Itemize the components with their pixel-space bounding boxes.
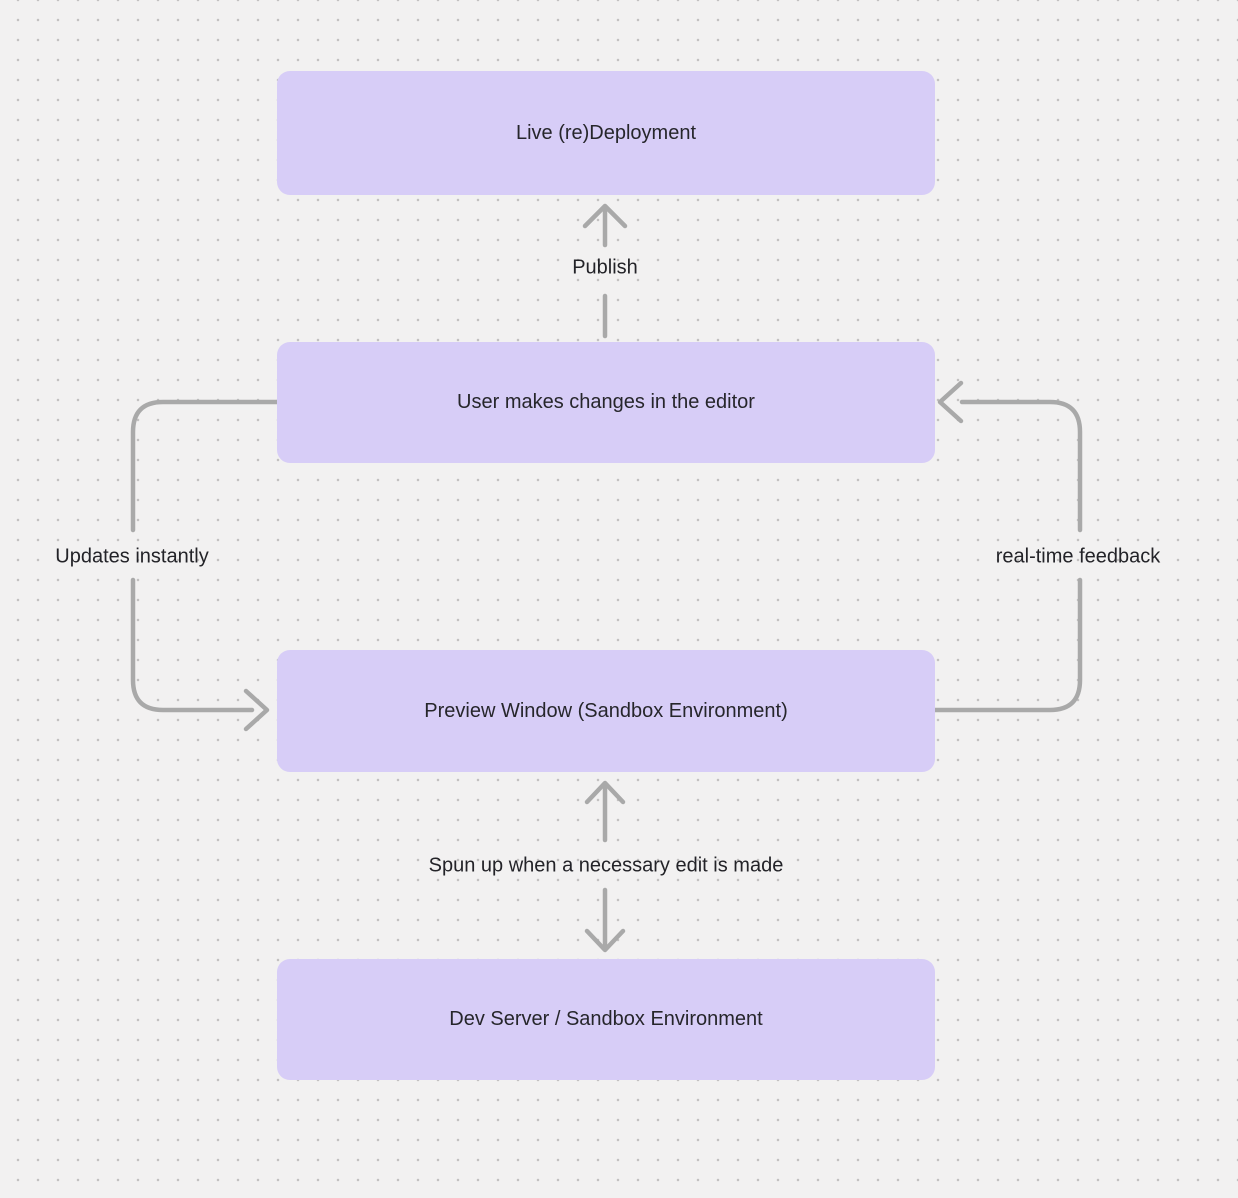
edge-spunup-arrowhead-down <box>584 928 626 953</box>
edge-label-spun-up[interactable]: Spun up when a necessary edit is made <box>428 854 784 877</box>
edge-label-publish[interactable]: Publish <box>572 256 638 279</box>
edge-spunup-arrowhead-up <box>584 780 626 805</box>
node-preview-window[interactable]: Preview Window (Sandbox Environment) <box>277 650 935 772</box>
node-dev-server-label: Dev Server / Sandbox Environment <box>449 1008 763 1030</box>
node-live-redeployment[interactable]: Live (re)Deployment <box>277 71 935 195</box>
edge-updates-upper-part <box>130 399 280 533</box>
edge-feedback-lower-part <box>932 577 1083 713</box>
node-preview-window-label: Preview Window (Sandbox Environment) <box>424 699 788 722</box>
node-user-editor[interactable]: User makes changes in the editor <box>277 342 935 463</box>
node-user-editor-label: User makes changes in the editor <box>457 391 755 413</box>
node-dev-server[interactable]: Dev Server / Sandbox Environment <box>277 959 935 1080</box>
edge-updates-arrowhead-right <box>243 688 270 732</box>
edge-updates-lower-part <box>130 577 255 713</box>
edge-label-updates-instantly[interactable]: Updates instantly <box>55 545 209 568</box>
node-live-redeployment-label: Live (re)Deployment <box>515 121 697 144</box>
edge-label-realtime-feedback[interactable]: real-time feedback <box>995 545 1161 568</box>
edge-feedback-arrowhead-left <box>937 380 964 424</box>
edge-feedback-upper-part <box>959 399 1083 533</box>
edge-publish-arrowhead-up <box>582 203 628 229</box>
